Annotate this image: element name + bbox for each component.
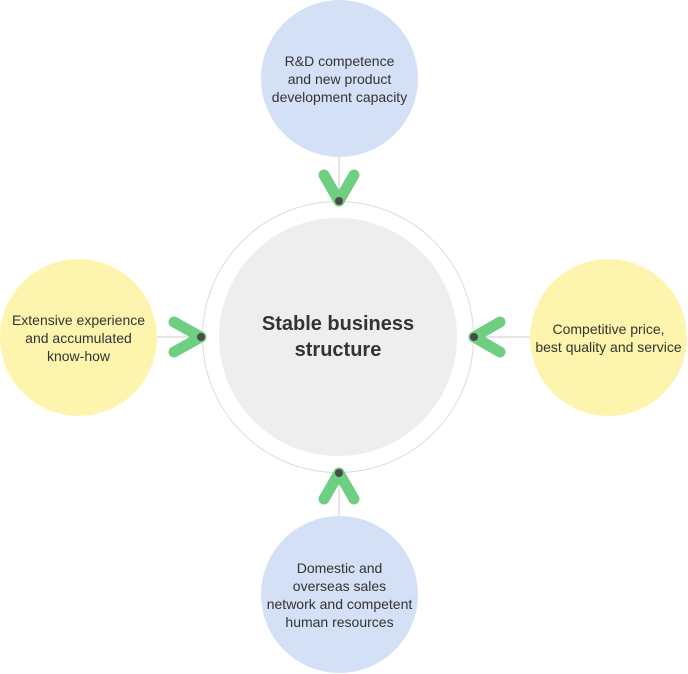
center-node: Stable business structure bbox=[219, 218, 457, 456]
node-experience-label: Extensive experience and accumulated kno… bbox=[11, 311, 146, 364]
arrow-right-icon bbox=[468, 316, 506, 358]
arrow-left-icon bbox=[168, 316, 207, 358]
arrow-top-icon bbox=[318, 169, 360, 207]
arrow-bottom-icon bbox=[318, 467, 360, 505]
node-sales-network: Domestic and overseas sales network and … bbox=[261, 516, 418, 673]
node-experience: Extensive experience and accumulated kno… bbox=[0, 259, 157, 416]
node-competitive-price-label: Competitive price, best quality and serv… bbox=[535, 320, 682, 355]
node-rd-competence: R&D competence and new product developme… bbox=[261, 0, 418, 157]
center-label: Stable business structure bbox=[261, 313, 415, 361]
node-competitive-price: Competitive price, best quality and serv… bbox=[530, 259, 687, 416]
node-rd-competence-label: R&D competence and new product developme… bbox=[271, 52, 408, 105]
node-sales-network-label: Domestic and overseas sales network and … bbox=[266, 559, 413, 630]
